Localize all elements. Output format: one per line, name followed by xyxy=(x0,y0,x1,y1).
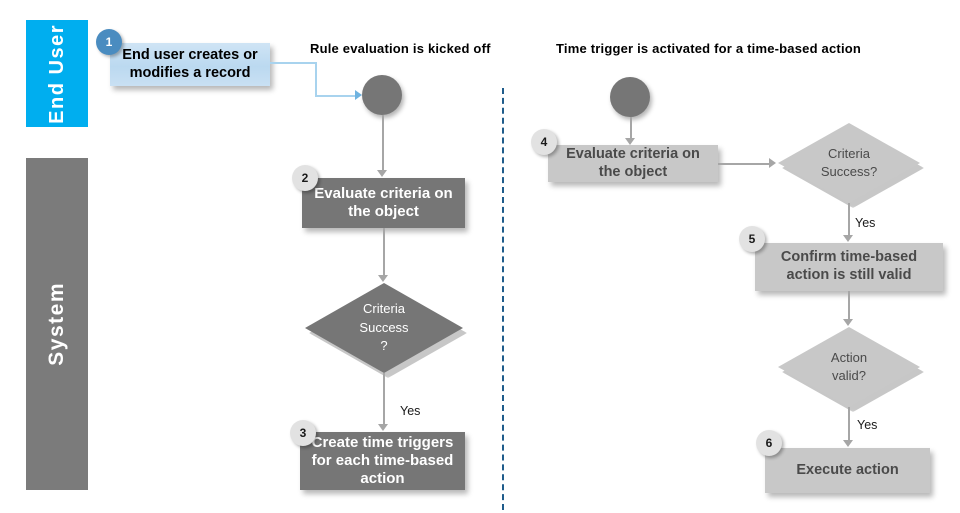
decision-2-line-2: Success? xyxy=(820,164,878,179)
decision-2-criteria-success[interactable]: Criteria Success? xyxy=(778,123,924,208)
decision-1-line-3: ? xyxy=(380,338,388,354)
arrowhead-to-decision1 xyxy=(378,275,388,282)
connector-step5-to-decision3 xyxy=(848,291,850,322)
arrowhead-to-start-left xyxy=(355,90,362,100)
arrowhead-to-step6 xyxy=(843,440,853,447)
step-badge-2: 2 xyxy=(292,165,318,191)
step-badge-5: 5 xyxy=(739,226,765,252)
connector-step1-to-start-h2 xyxy=(315,95,355,97)
connector-step1-to-start-h1 xyxy=(270,62,316,64)
swimlane-end-user-label: End User xyxy=(45,23,68,124)
connector-step1-to-start-v xyxy=(315,62,317,95)
step-badge-6: 6 xyxy=(756,430,782,456)
decision-3-line-2: valid? xyxy=(832,368,866,383)
step-1-end-user-creates-record[interactable]: End user creates or modifies a record xyxy=(110,43,270,86)
decision-2-line-1: Criteria xyxy=(828,145,870,161)
edge-label-yes-1: Yes xyxy=(400,404,421,418)
step-3-create-time-triggers[interactable]: Create time triggers for each time-based… xyxy=(300,432,465,490)
section-divider xyxy=(502,88,504,510)
arrowhead-to-decision2 xyxy=(769,158,776,168)
step-badge-4: 4 xyxy=(531,129,557,155)
decision-3-text: Action valid? xyxy=(778,327,920,407)
start-node-left xyxy=(362,75,402,115)
start-node-right xyxy=(610,77,650,117)
decision-1-line-1: Criteria xyxy=(363,301,405,317)
connector-step2-to-decision1 xyxy=(383,228,385,276)
column-title-left: Rule evaluation is kicked off xyxy=(310,41,491,56)
arrowhead-to-step3 xyxy=(378,424,388,431)
edge-label-yes-3: Yes xyxy=(857,418,878,432)
swimlane-system: System xyxy=(26,158,88,490)
connector-decision1-to-step3 xyxy=(383,373,385,426)
arrowhead-to-step5 xyxy=(843,235,853,242)
connector-start-to-step2 xyxy=(382,115,384,171)
decision-3-action-valid[interactable]: Action valid? xyxy=(778,327,924,412)
swimlane-system-label: System xyxy=(45,282,68,366)
step-badge-1: 1 xyxy=(96,29,122,55)
step-5-confirm-action-valid[interactable]: Confirm time-based action is still valid xyxy=(755,243,943,291)
edge-label-yes-2: Yes xyxy=(855,216,876,230)
arrowhead-to-step4 xyxy=(625,138,635,145)
decision-1-line-2: Success xyxy=(359,319,409,335)
decision-2-text: Criteria Success? xyxy=(778,123,920,203)
connector-decision2-to-step5 xyxy=(848,203,850,237)
arrowhead-to-step2 xyxy=(377,170,387,177)
decision-1-text: Criteria Success ? xyxy=(305,283,463,373)
step-6-execute-action[interactable]: Execute action xyxy=(765,448,930,493)
step-4-evaluate-criteria[interactable]: Evaluate criteria on the object xyxy=(548,145,718,182)
connector-decision3-to-step6 xyxy=(848,407,850,442)
decision-3-line-1: Action xyxy=(830,349,868,365)
connector-start-right-to-step4 xyxy=(630,117,632,141)
step-2-evaluate-criteria[interactable]: Evaluate criteria on the object xyxy=(302,178,465,228)
swimlane-end-user: End User xyxy=(26,20,88,127)
arrowhead-to-decision3 xyxy=(843,319,853,326)
decision-1-criteria-success[interactable]: Criteria Success ? xyxy=(305,283,467,378)
column-title-right: Time trigger is activated for a time-bas… xyxy=(556,41,862,56)
step-badge-3: 3 xyxy=(290,420,316,446)
connector-step4-to-decision2 xyxy=(718,163,770,165)
